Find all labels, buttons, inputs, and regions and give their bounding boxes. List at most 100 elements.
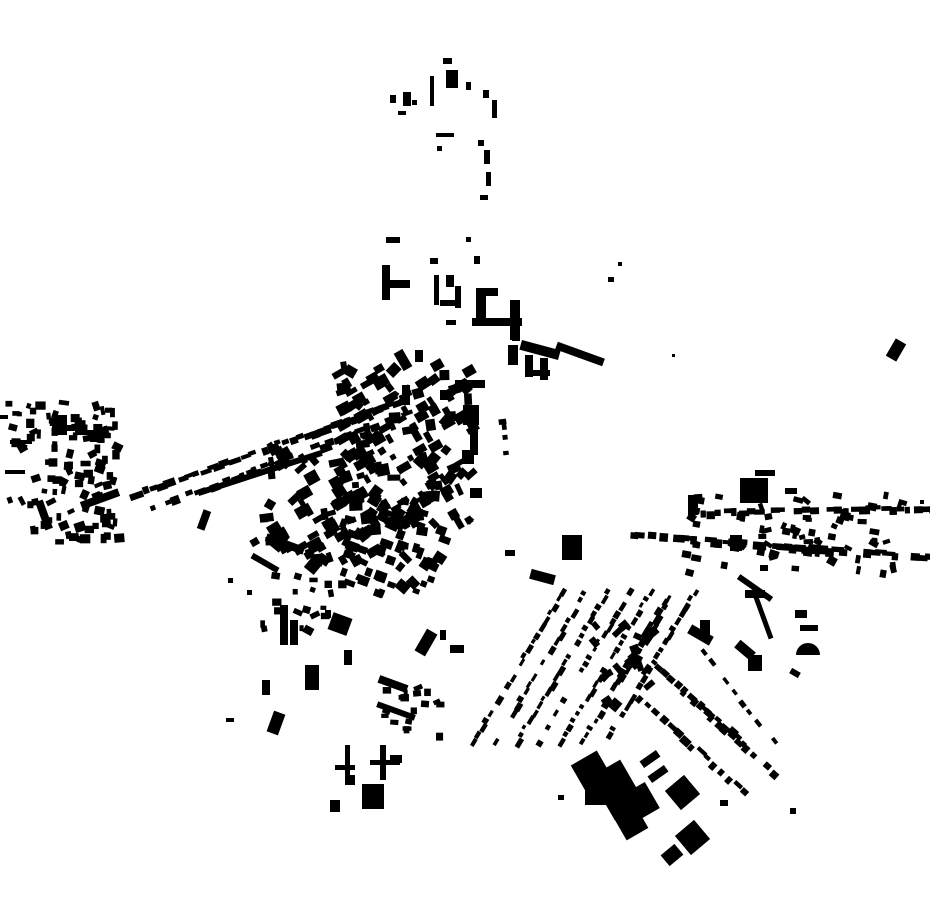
building xyxy=(60,485,67,495)
building xyxy=(440,390,448,400)
building xyxy=(832,491,843,500)
building xyxy=(607,697,623,713)
building xyxy=(738,699,747,709)
building xyxy=(427,438,444,454)
building xyxy=(679,689,687,698)
building xyxy=(674,819,711,856)
building xyxy=(415,400,431,415)
building xyxy=(438,534,452,546)
building xyxy=(763,540,774,549)
building xyxy=(436,732,444,741)
building xyxy=(715,539,722,547)
building xyxy=(588,687,598,698)
building xyxy=(381,713,389,718)
building xyxy=(141,485,150,495)
building xyxy=(412,689,422,697)
building xyxy=(10,440,32,444)
building xyxy=(557,630,567,642)
building xyxy=(294,462,308,475)
building xyxy=(295,432,305,441)
building xyxy=(430,76,434,106)
building xyxy=(539,659,546,666)
building xyxy=(292,588,298,595)
building xyxy=(79,488,121,510)
building xyxy=(247,449,257,457)
building xyxy=(512,335,520,341)
building xyxy=(590,620,601,631)
building xyxy=(634,694,644,704)
building xyxy=(707,761,718,772)
building xyxy=(827,532,837,541)
building xyxy=(427,402,442,418)
building xyxy=(700,648,708,657)
building xyxy=(419,509,429,518)
building xyxy=(640,663,652,676)
building xyxy=(91,400,101,412)
building xyxy=(530,370,550,376)
building xyxy=(521,724,527,730)
building xyxy=(585,785,610,805)
building xyxy=(501,423,507,431)
building xyxy=(814,536,821,544)
building xyxy=(394,578,411,595)
building xyxy=(305,665,319,690)
building xyxy=(628,693,638,705)
building xyxy=(327,612,353,636)
building xyxy=(412,587,421,595)
building xyxy=(346,528,361,541)
building xyxy=(355,485,369,501)
building xyxy=(93,481,104,489)
building xyxy=(605,731,614,741)
building xyxy=(792,530,798,540)
building xyxy=(910,552,921,562)
building xyxy=(48,417,56,424)
building xyxy=(75,417,82,423)
building xyxy=(260,620,265,628)
building xyxy=(556,594,562,602)
building xyxy=(331,367,347,380)
building xyxy=(421,556,435,568)
building xyxy=(609,617,617,626)
building xyxy=(361,430,376,446)
building xyxy=(335,765,355,770)
building xyxy=(102,480,113,491)
building xyxy=(346,450,356,461)
building xyxy=(889,563,898,574)
building xyxy=(413,408,430,424)
building xyxy=(789,667,801,679)
building xyxy=(690,539,699,547)
building xyxy=(514,737,525,749)
building xyxy=(618,262,622,266)
building xyxy=(379,537,392,548)
building xyxy=(436,701,445,708)
building xyxy=(5,470,25,474)
building xyxy=(400,405,410,416)
building xyxy=(336,382,352,395)
building xyxy=(472,318,522,326)
building xyxy=(399,477,408,487)
building xyxy=(302,624,315,637)
building xyxy=(609,681,619,692)
building xyxy=(924,553,930,561)
building xyxy=(781,527,791,536)
building xyxy=(276,453,287,465)
building xyxy=(574,710,581,717)
building xyxy=(58,399,70,406)
building xyxy=(359,377,375,390)
building xyxy=(184,489,194,497)
building xyxy=(616,667,628,680)
building xyxy=(551,603,560,613)
building xyxy=(344,650,352,665)
building xyxy=(380,745,386,780)
building xyxy=(576,596,584,604)
building xyxy=(678,608,688,619)
building xyxy=(377,422,392,435)
building xyxy=(480,195,488,200)
building xyxy=(469,737,478,747)
building xyxy=(440,300,458,306)
building xyxy=(790,808,796,814)
building xyxy=(703,753,712,762)
building xyxy=(92,413,99,421)
building xyxy=(749,751,758,760)
